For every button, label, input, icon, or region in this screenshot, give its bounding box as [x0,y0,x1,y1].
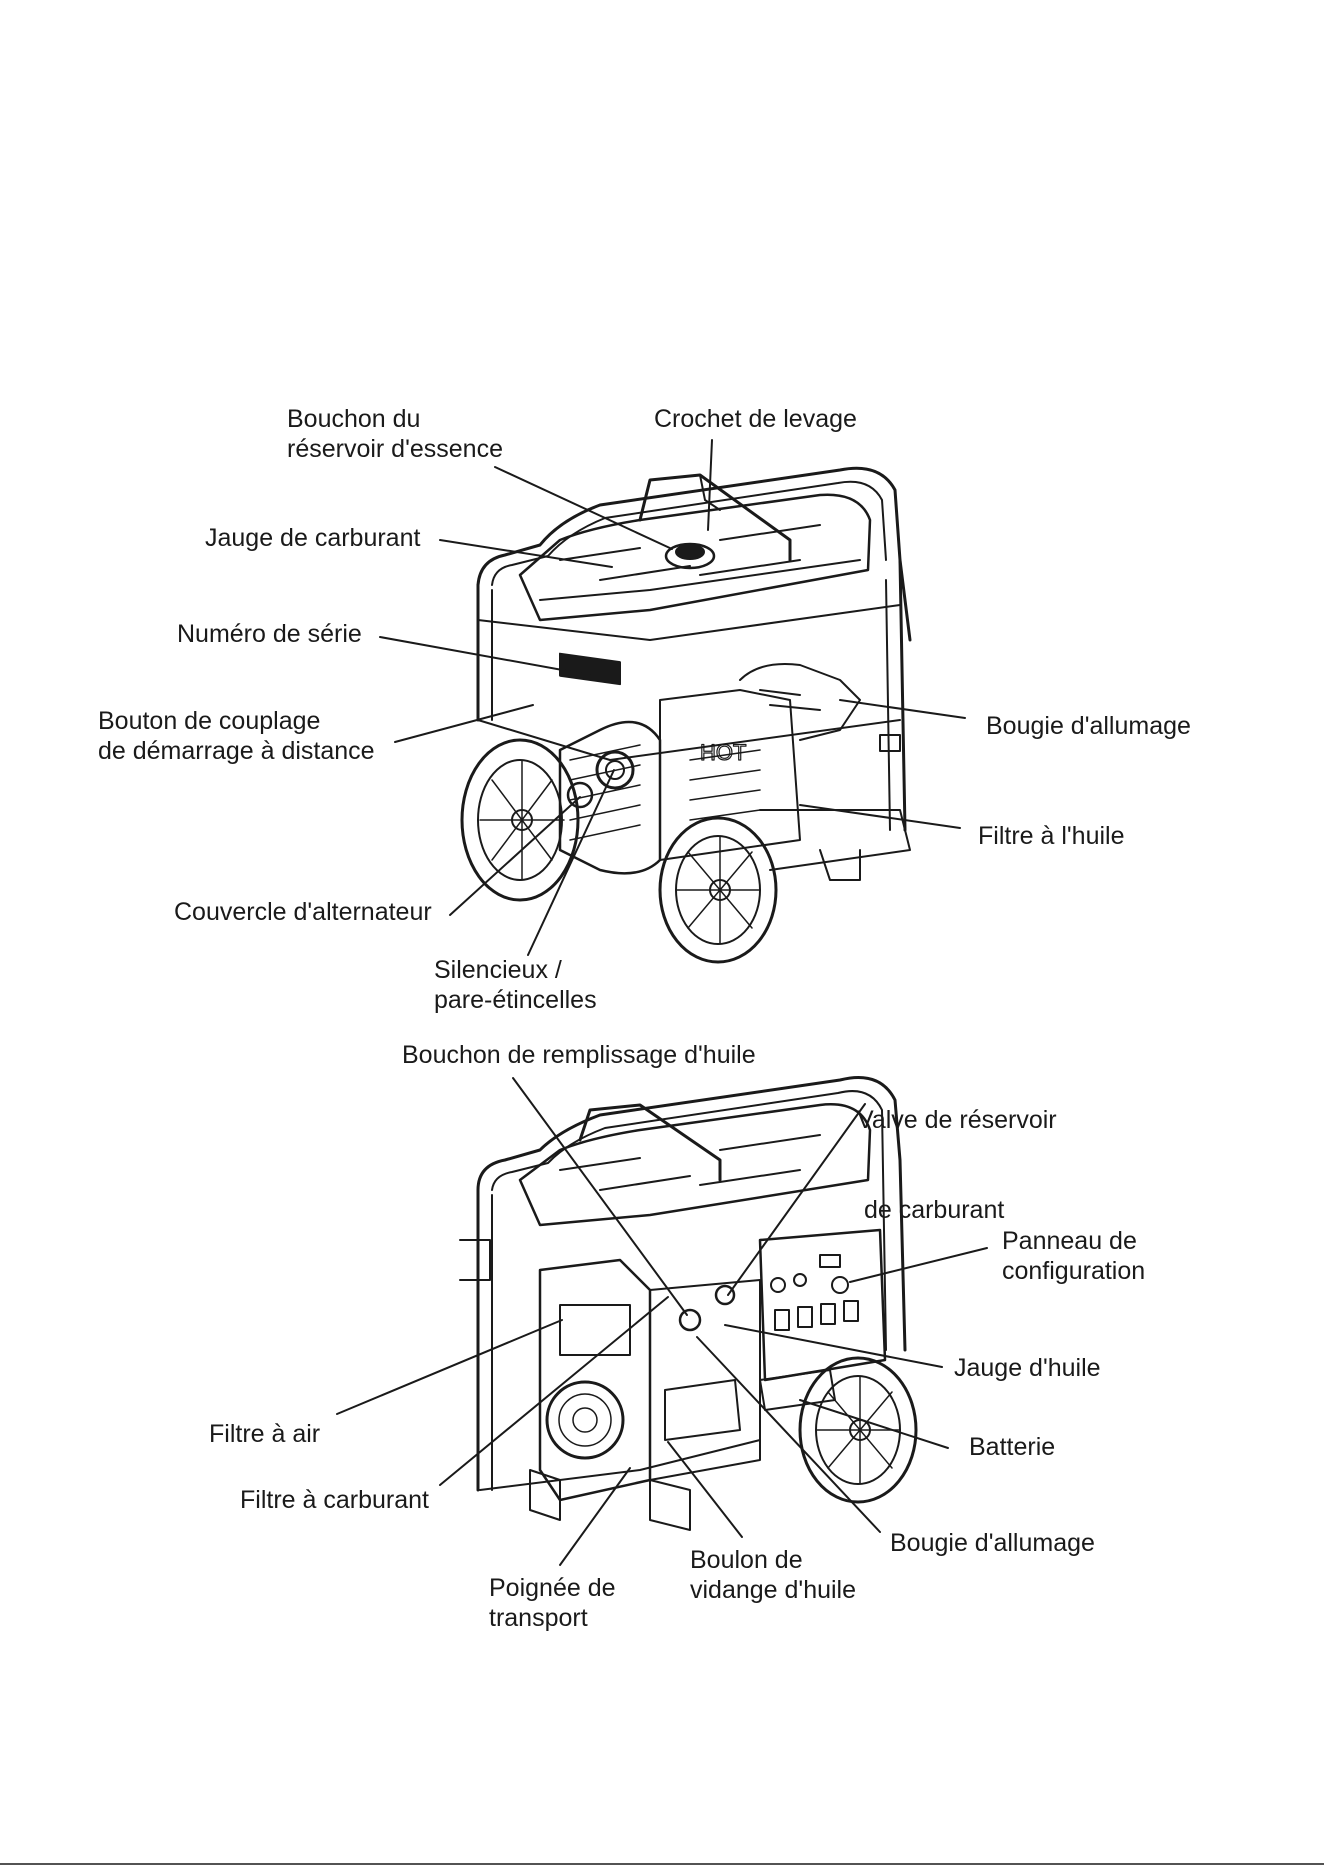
label-line: Couvercle d'alternateur [174,898,432,926]
label-line: Bougie d'allumage [890,1529,1095,1557]
label-oil-fill-cap: Bouchon de remplissage d'huile [402,1040,756,1070]
label-alternator-cover: Couvercle d'alternateur [174,897,432,927]
label-remote-start: Bouton de couplage de démarrage à distan… [98,706,375,766]
label-line: Bouchon du [287,405,421,433]
label-spark-plug-top: Bougie d'allumage [986,711,1191,741]
label-air-filter: Filtre à air [209,1419,320,1449]
label-line: Panneau de [1002,1227,1137,1255]
generator-top-illustration: HOT [460,466,912,964]
label-line: Numéro de série [177,620,362,648]
label-line: de carburant [857,1196,1005,1224]
label-line: pare-étincelles [434,986,597,1014]
label-handle: Poignée de transport [489,1573,616,1633]
label-line: transport [489,1604,588,1632]
label-oil-drain: Boulon de vidange d'huile [690,1545,856,1605]
label-line: Bouchon de remplissage d'huile [402,1041,756,1069]
label-line: Filtre à air [209,1420,321,1448]
label-line: Filtre à l'huile [978,822,1125,850]
generator-bottom-illustration [459,1076,918,1531]
label-line: Crochet de levage [654,405,857,433]
label-line: Batterie [969,1433,1056,1461]
label-line: Silencieux / [434,956,562,984]
label-line: vidange d'huile [690,1576,857,1604]
label-fuel-cap: Bouchon du réservoir d'essence [287,404,503,464]
label-line: Bougie d'allumage [986,712,1191,740]
label-config-panel: Panneau de configuration [1002,1226,1145,1286]
leader-lines [336,439,988,1566]
label-oil-filter: Filtre à l'huile [978,821,1125,851]
label-line: Jauge de carburant [205,524,421,552]
label-line: Poignée de [489,1574,616,1602]
label-spark-plug-bottom: Bougie d'allumage [890,1528,1095,1558]
label-muffler: Silencieux / pare-étincelles [434,955,597,1015]
brand-mark: HOT [700,740,746,765]
label-line: Jauge d'huile [954,1354,1101,1382]
label-line: configuration [1002,1257,1146,1285]
label-dipstick: Jauge d'huile [954,1353,1101,1383]
label-fuel-gauge: Jauge de carburant [205,523,420,553]
label-line: réservoir d'essence [287,435,503,463]
label-line: de démarrage à distance [98,737,375,765]
label-line: Boulon de [690,1546,803,1574]
label-fuel-valve: Valve de réservoir de carburant [857,1045,1057,1255]
label-battery: Batterie [969,1432,1055,1462]
label-fuel-filter: Filtre à carburant [240,1485,429,1515]
label-line: Filtre à carburant [240,1486,429,1514]
label-line: Valve de réservoir [857,1106,1057,1134]
label-line: Bouton de couplage [98,707,321,735]
label-lifting-hook: Crochet de levage [654,404,857,434]
label-serial-number: Numéro de série [177,619,362,649]
